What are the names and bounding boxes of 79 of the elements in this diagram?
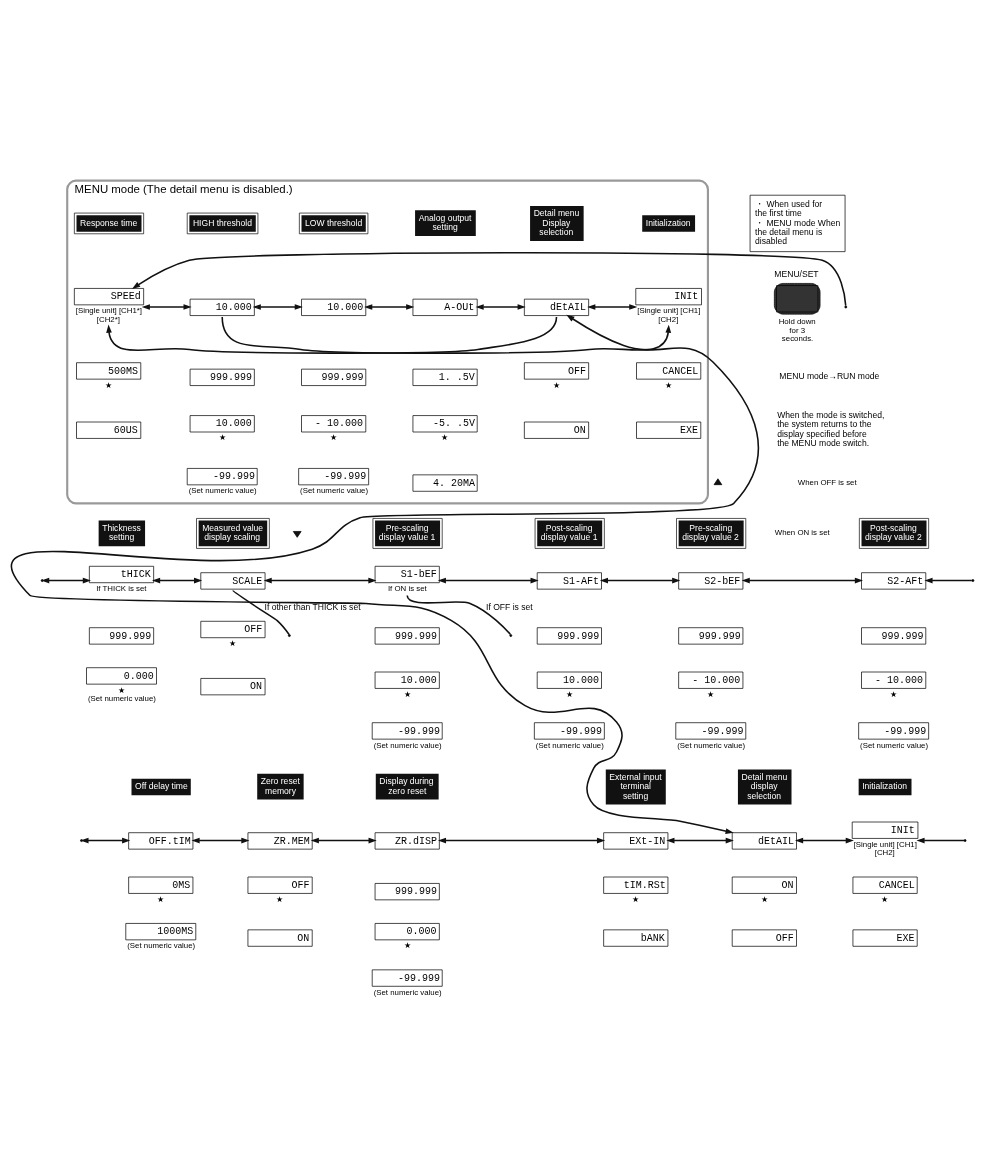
arrow xyxy=(106,315,558,354)
node-label: (Set numeric value) xyxy=(87,693,156,703)
arrow xyxy=(221,315,672,354)
arrow xyxy=(364,303,415,310)
node-label: If ON is set xyxy=(387,583,427,593)
node-label: ★ xyxy=(552,380,560,390)
node-label: ★ xyxy=(105,380,113,390)
node-label: [Single unit] [CH1] xyxy=(637,305,701,315)
arrow xyxy=(263,577,377,583)
label: MENU mode→RUN mode xyxy=(779,370,880,381)
node-label: ★ xyxy=(881,894,889,904)
arrow xyxy=(252,303,303,310)
node-label: ★ xyxy=(707,689,715,699)
node-label: ★ xyxy=(565,689,573,699)
node-label: ★ xyxy=(157,894,165,904)
arrow xyxy=(437,577,539,583)
node-box: Zero reset memory xyxy=(257,773,304,799)
node-label: (Set numeric value) xyxy=(188,485,257,495)
node-box: Display during zero reset xyxy=(375,773,439,799)
arrow xyxy=(80,837,131,843)
node-label: (Set numeric value) xyxy=(860,740,929,750)
edge-label: If other than THICK is set xyxy=(264,601,361,612)
node-label: (Set numeric value) xyxy=(677,740,746,750)
edge-label: If OFF is set xyxy=(486,601,533,612)
arrow xyxy=(475,303,526,310)
arrow xyxy=(795,837,854,843)
node-label: ★ xyxy=(117,685,125,695)
arrow xyxy=(599,577,681,583)
node-box: Detail menu Display selection xyxy=(530,205,584,241)
arrow xyxy=(191,837,250,843)
node-box: Initialization xyxy=(642,214,696,232)
node-label: (Set numeric value) xyxy=(373,987,442,997)
node-label: [CH2*] xyxy=(96,314,120,324)
arrow xyxy=(41,577,91,583)
legend-label: When ON is set xyxy=(774,527,830,537)
node-box: Analog output setting xyxy=(415,209,476,236)
connector xyxy=(232,589,290,635)
node-label: [CH2] xyxy=(874,847,895,857)
node-label: (Set numeric value) xyxy=(300,485,369,495)
node-label: MENU/SET xyxy=(774,268,819,279)
node-label: [Single unit] [CH1*] xyxy=(75,305,143,315)
node-label: ★ xyxy=(441,432,449,442)
node-label: ★ xyxy=(229,638,237,648)
label: When the mode is switched, the system returns to the display specified before the MENU mode switch. xyxy=(777,409,885,448)
arrow xyxy=(924,577,973,583)
node-box: External input terminal setting xyxy=(605,769,666,804)
node-label: ★ xyxy=(330,432,338,442)
node-label: If THICK is set xyxy=(96,583,147,593)
node-box: ・ When used for the first time ・ MENU mode When the detail menu is disabled xyxy=(749,194,846,252)
node-label: Hold down for 3 seconds. xyxy=(778,316,816,343)
node-label: (Set numeric value) xyxy=(535,740,604,750)
node-box: Thickness setting xyxy=(98,520,146,546)
arrow xyxy=(437,837,606,843)
connector xyxy=(406,594,512,635)
node-box: Initialization xyxy=(858,778,912,795)
arrow xyxy=(132,251,847,306)
node-label: ★ xyxy=(760,894,768,904)
node-label: ★ xyxy=(403,940,411,950)
node-label: [Single unit] [CH1] xyxy=(853,839,917,849)
arrow xyxy=(152,577,203,583)
arrow xyxy=(310,837,377,843)
node-label: ★ xyxy=(218,432,226,442)
node-box: Off delay time xyxy=(131,778,191,795)
node-label: ★ xyxy=(276,894,284,904)
node-label: ★ xyxy=(665,380,673,390)
arrow xyxy=(741,577,863,583)
node-label: [CH2] xyxy=(658,314,679,324)
arrow xyxy=(916,837,965,843)
node-box: Detail menu display selection xyxy=(737,769,792,804)
node-label: ★ xyxy=(632,894,640,904)
arrow xyxy=(587,303,638,310)
node-label: (Set numeric value) xyxy=(127,940,196,950)
arrow xyxy=(666,837,734,843)
legend-label: When OFF is set xyxy=(797,477,857,487)
arrow xyxy=(141,303,192,310)
node-label: ★ xyxy=(403,689,411,699)
arrow xyxy=(10,314,760,834)
node-label: (Set numeric value) xyxy=(373,740,442,750)
node-label: ★ xyxy=(890,689,898,699)
